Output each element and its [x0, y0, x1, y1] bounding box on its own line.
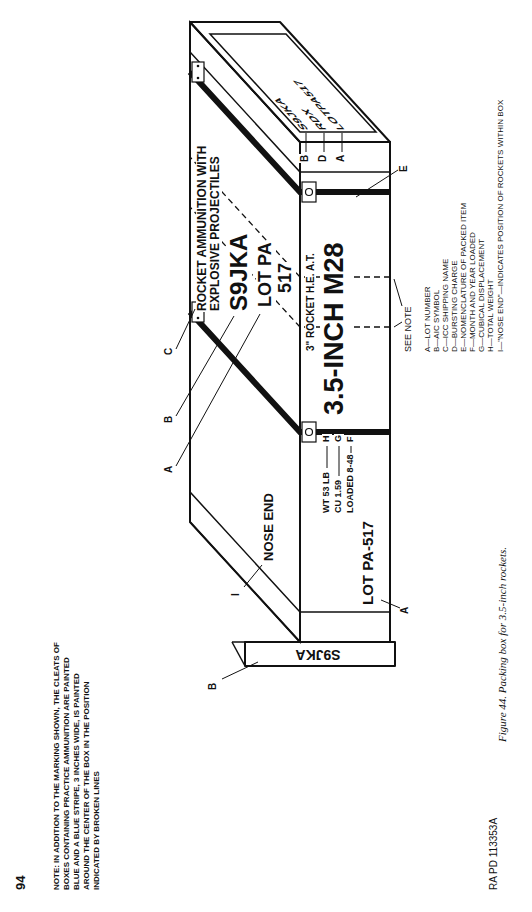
- lot-stencil: 517: [276, 262, 296, 294]
- callout-letter: E: [398, 165, 409, 172]
- legend-line: F—MONTH AND YEAR LOADED: [469, 232, 478, 352]
- figure-code: RA PD 113353A: [488, 818, 499, 890]
- callout-letter: F: [346, 436, 356, 444]
- lot-stencil: LOT PA-517: [360, 520, 377, 606]
- callout-letter: G: [334, 434, 344, 443]
- legend-line: H—TOTAL WEIGHT: [487, 279, 496, 352]
- weight-stencil: WT 53 LB: [322, 471, 332, 514]
- legend-line: E—NOMENCLATURE OF PACKED ITEM: [460, 203, 469, 352]
- nomenclature-stencil: 3" ROCKET H.E. A.T.: [305, 252, 316, 352]
- callout-letter: H: [322, 435, 332, 444]
- legend-line: D—BURSTING CHARGE: [451, 260, 460, 352]
- callout-letter: B: [163, 416, 174, 423]
- date-stencil: LOADED 8-48: [346, 453, 356, 514]
- figure-caption: Figure 44. Packing box for 3.5-inch rock…: [496, 547, 508, 742]
- callout-letter: C: [163, 348, 174, 355]
- legend-line: B—AIC SYMBOL: [433, 290, 442, 352]
- legend-line: A—LOT NUMBER: [424, 286, 433, 352]
- lot-stencil: LOT PA: [256, 241, 276, 308]
- nomenclature-stencil: 3.5-INCH M28: [320, 241, 350, 416]
- end-cleat-stencil: S9JKA: [294, 646, 341, 661]
- nose-end-stencil: NOSE END: [262, 492, 276, 562]
- legend-line: G—CUBICAL DISPLACEMENT: [478, 239, 487, 352]
- callout-letter: A: [399, 607, 410, 614]
- callout-letter: I: [230, 593, 241, 596]
- shipping-name-stencil: ROCKET AMMUNITION WITH EXPLOSIVE PROJECT…: [196, 120, 222, 312]
- callout-letter: A: [335, 154, 346, 163]
- callout-letter: B: [299, 154, 310, 163]
- callout-letter: B: [207, 683, 218, 690]
- aic-symbol-stencil: S9JKA: [226, 233, 252, 312]
- legend-line: C—ICC SHIPPING NAME: [442, 259, 451, 352]
- callout-letter: A: [163, 466, 174, 473]
- weight-stencil: CU 1.59: [334, 479, 344, 514]
- callout-letter: D: [317, 154, 328, 163]
- callout-note: SEE NOTE: [404, 306, 414, 352]
- note-text: NOTE: IN ADDITION TO THE MARKING SHOWN, …: [52, 640, 102, 890]
- page-number: 94: [14, 876, 28, 890]
- legend-line: I—"NOSE END"—INDICATES POSITION OF ROCKE…: [496, 44, 505, 352]
